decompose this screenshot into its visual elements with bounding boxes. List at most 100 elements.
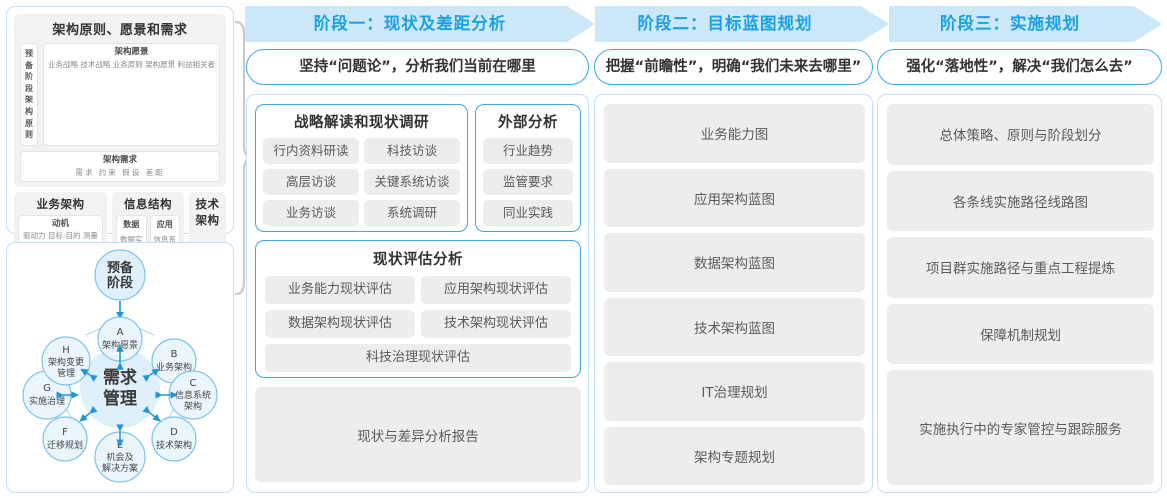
phase-3-item-stack: 总体策略、原则与阶段划分 各条线实施路径线路图 项目群实施路径与重点工程提炼 保… <box>887 104 1154 486</box>
architecture-principles-section: 架构原则、愿景和需求 预备阶段 架构原则 架构愿景 业务战略 技术战略 业务原则… <box>14 14 226 187</box>
adm-node-h-letter: H <box>62 345 70 356</box>
adm-node-d-label: 技术架构 <box>156 439 192 451</box>
adm-prelim-line2: 阶段 <box>107 275 133 291</box>
prelim-line2: 架构原则 <box>24 95 33 140</box>
current-state-title: 现状评估分析 <box>373 252 463 268</box>
adm-node-g-letter: G <box>43 383 51 394</box>
phase-3-item-2[interactable]: 项目群实施路径与重点工程提炼 <box>887 237 1154 298</box>
assessment-chip-4[interactable]: 科技治理现状评估 <box>265 344 571 372</box>
phase-2-item-2[interactable]: 数据架构蓝图 <box>604 233 865 292</box>
phase-1-banner-label: 阶段一：现状及差距分析 <box>313 14 507 33</box>
external-chip-2[interactable]: 同业实践 <box>483 200 573 226</box>
adm-node-c-label1: 信息系统 <box>175 389 211 401</box>
assessment-chip-1[interactable]: 应用架构现状评估 <box>421 276 571 304</box>
banner-chevron-1-icon <box>567 6 595 42</box>
external-analysis-title: 外部分析 <box>498 115 558 131</box>
phase-3-banner-label: 阶段三：实施规划 <box>940 14 1080 33</box>
phase-2-item-3[interactable]: 技术架构蓝图 <box>604 297 865 356</box>
adm-node-a-letter: A <box>117 327 124 338</box>
phase-banner-band: 阶段一：现状及差距分析 阶段二：目标蓝图规划 阶段三：实施规划 <box>245 6 1162 42</box>
architecture-requirement-items: 需求 约束 假设 差距 <box>75 167 165 177</box>
business-architecture-header: 业务架构 <box>36 196 85 211</box>
external-chip-1[interactable]: 监管要求 <box>483 169 573 195</box>
prelim-phase-box: 预备阶段 架构原则 <box>20 43 38 146</box>
motivation-items: 驱动力 目标 目的 测量 <box>23 230 98 240</box>
strategy-research-title: 战略解读和现状调研 <box>294 115 429 131</box>
adm-center-circle <box>80 348 160 428</box>
adm-cycle-diagram: 需求 管理 预备 阶段 A 架构愿景 B 业务架构 C <box>22 249 218 483</box>
banner-chevron-2-icon <box>861 6 889 42</box>
adm-node-f <box>42 416 88 462</box>
adm-node-e-label1: 机会及 <box>106 451 133 463</box>
strategy-research-card[interactable]: 战略解读和现状调研 行内资料研读 科技访谈 高层访谈 关键系统访谈 业务访谈 系… <box>255 104 468 232</box>
application-title: 应用 <box>156 219 173 229</box>
adm-arrow-b <box>142 368 160 382</box>
phase-2-panel: 业务能力图 应用架构蓝图 数据架构蓝图 技术架构蓝图 IT治理规划 架构专题规划 <box>594 94 873 493</box>
architecture-requirement-box: 架构需求 需求 约束 假设 差距 <box>20 150 220 182</box>
strategy-chip-2[interactable]: 高层访谈 <box>263 169 359 195</box>
adm-arrow-d <box>142 405 161 422</box>
phase-3-subtitle-pill[interactable]: 强化“落地性”，解决“我们怎么去” <box>877 49 1162 85</box>
phase-3-item-0[interactable]: 总体策略、原则与阶段划分 <box>887 104 1154 165</box>
adm-node-b-label: 业务架构 <box>156 361 192 373</box>
prelim-line1: 预备阶段 <box>24 49 33 93</box>
phase-3-item-4[interactable]: 实施执行中的专家管控与跟踪服务 <box>887 370 1154 486</box>
information-structure-header: 信息结构 <box>124 196 172 211</box>
strategy-chip-4[interactable]: 业务访谈 <box>263 200 359 226</box>
phase-3-item-3[interactable]: 保障机制规划 <box>887 303 1154 365</box>
assessment-chip-0[interactable]: 业务能力现状评估 <box>265 276 415 304</box>
phase-2-item-4[interactable]: IT治理规划 <box>604 362 865 421</box>
phase-2-item-1[interactable]: 应用架构蓝图 <box>604 168 865 227</box>
banner-chevron-end-icon <box>1134 6 1162 42</box>
strategy-chip-0[interactable]: 行内资料研读 <box>263 138 359 164</box>
togaf-title: 架构原则、愿景和需求 <box>52 23 188 38</box>
data-title: 数据 <box>123 219 140 229</box>
current-state-assessment-card[interactable]: 现状评估分析 业务能力现状评估 应用架构现状评估 数据架构现状评估 技术架构现状… <box>255 240 581 378</box>
togaf-content-framework-card: 架构原则、愿景和需求 预备阶段 架构原则 架构愿景 业务战略 技术战略 业务原则… <box>6 6 234 401</box>
external-chip-0[interactable]: 行业趋势 <box>483 138 573 164</box>
architecture-vision-box: 架构愿景 业务战略 技术战略 业务原则 架构愿景 利益相关者 <box>42 43 220 146</box>
adm-prelim-line1: 预备 <box>107 260 134 276</box>
phase-3-item-1[interactable]: 各条线实施路径线路图 <box>887 170 1154 232</box>
architecture-vision-title: 架构愿景 <box>114 47 149 57</box>
adm-prelim-circle <box>94 249 146 301</box>
motivation-title: 动机 <box>51 218 69 229</box>
strategy-chip-3[interactable]: 关键系统访谈 <box>364 169 460 195</box>
adm-node-f-label: 迁移规划 <box>47 439 83 451</box>
adm-cycle-card: 需求 管理 预备 阶段 A 架构愿景 B 业务架构 C <box>6 242 234 493</box>
adm-node-c-label2: 架构 <box>184 400 202 412</box>
adm-arrow-f <box>79 405 98 422</box>
adm-node-d <box>151 416 197 462</box>
phase-2-item-stack: 业务能力图 应用架构蓝图 数据架构蓝图 技术架构蓝图 IT治理规划 架构专题规划 <box>604 104 865 485</box>
assessment-chip-3[interactable]: 技术架构现状评估 <box>421 310 571 338</box>
phase-3-panel: 总体策略、原则与阶段划分 各条线实施路径线路图 项目群实施路径与重点工程提炼 保… <box>877 94 1162 493</box>
adm-node-g-label: 实施治理 <box>29 395 65 407</box>
adm-node-h-label1: 架构变更 <box>48 356 84 368</box>
adm-node-c-letter: C <box>190 378 197 389</box>
technology-architecture-header: 技术架构 <box>195 196 220 227</box>
banner-background <box>245 6 1162 42</box>
architecture-requirement-title: 架构需求 <box>102 154 137 165</box>
adm-center-line2: 管理 <box>103 388 137 409</box>
strategy-chip-1[interactable]: 科技访谈 <box>364 138 460 164</box>
adm-node-h <box>41 336 91 386</box>
phase-1-subtitle-pill[interactable]: 坚持“问题论”，分析我们当前在哪里 <box>246 49 589 85</box>
adm-center-line1: 需求 <box>103 367 137 388</box>
left-reference-column: 架构原则、愿景和需求 预备阶段 架构原则 架构愿景 业务战略 技术战略 业务原则… <box>6 6 234 493</box>
adm-node-e-label2: 解决方案 <box>102 462 138 474</box>
phase-1-panel: 战略解读和现状调研 行内资料研读 科技访谈 高层访谈 关键系统访谈 业务访谈 系… <box>246 94 589 493</box>
adm-node-h-label2: 管理 <box>57 367 75 379</box>
external-analysis-card[interactable]: 外部分析 行业趋势 监管要求 同业实践 <box>475 104 581 232</box>
strategy-chip-5[interactable]: 系统调研 <box>364 200 460 226</box>
gap-analysis-report-chip[interactable]: 现状与差异分析报告 <box>255 387 581 482</box>
architecture-vision-items: 业务战略 技术战略 业务原则 架构愿景 利益相关者 <box>47 59 215 69</box>
motivation-box: 动机 驱动力 目标 目的 测量 <box>18 214 103 246</box>
assessment-chip-2[interactable]: 数据架构现状评估 <box>265 310 415 338</box>
phase-2-item-0[interactable]: 业务能力图 <box>604 104 865 163</box>
phase-2-item-5[interactable]: 架构专题规划 <box>604 426 865 485</box>
adm-node-f-letter: F <box>62 427 68 438</box>
adm-arrow-h <box>80 368 98 382</box>
adm-node-b-letter: B <box>171 349 178 360</box>
adm-node-d-letter: D <box>170 427 178 438</box>
phase-2-subtitle-pill[interactable]: 把握“前瞻性”，明确“我们未来去哪里” <box>594 49 873 85</box>
